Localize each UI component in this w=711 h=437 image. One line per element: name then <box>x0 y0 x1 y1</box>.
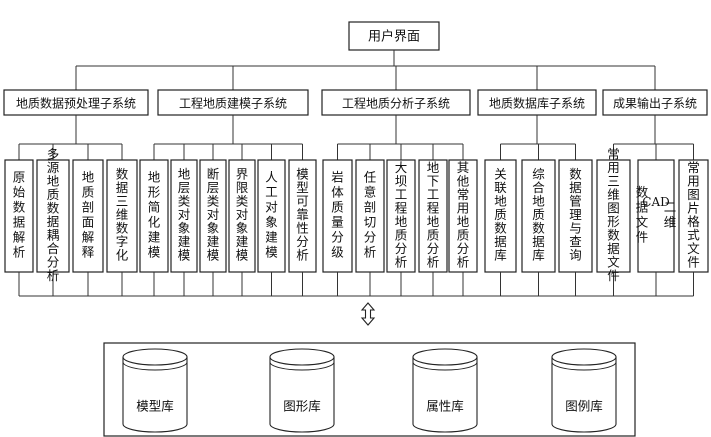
module-label: 人工对象建模 <box>265 169 278 259</box>
module-label: 常用图片格式文件 <box>687 159 700 269</box>
bidirectional-arrow-icon <box>360 302 376 326</box>
subsystem-label: 工程地质建模子系统 <box>179 96 287 111</box>
module-box <box>72 159 104 273</box>
cylinder-ring <box>412 361 478 371</box>
database-label: 图形库 <box>283 399 321 414</box>
module-box <box>139 159 169 273</box>
database-cylinder: 模型库 <box>122 348 188 433</box>
database-label: 属性库 <box>426 399 464 414</box>
module-box <box>4 159 34 273</box>
module-box <box>170 159 198 273</box>
module-label: 关联地质数据库 <box>494 166 507 262</box>
user-interface-box <box>348 21 440 51</box>
module-label: 断层类对象建模 <box>207 166 220 262</box>
cylinder-body <box>551 357 617 433</box>
module-box <box>36 159 70 273</box>
module-label: 界限类对象建模 <box>236 166 249 262</box>
database-cylinder: 图例库 <box>551 348 617 433</box>
subsystem-label: 地质数据库子系统 <box>489 96 585 111</box>
module-box <box>484 159 517 273</box>
subsystem-label: 成果输出子系统 <box>613 96 697 111</box>
cylinder-top <box>269 348 335 366</box>
module-label: 地质剖面解释 <box>82 169 95 259</box>
module-label: 岩体质量分级 <box>331 169 344 259</box>
module-box <box>596 159 631 273</box>
module-box <box>322 159 353 273</box>
cylinder-body <box>122 357 188 433</box>
cylinder-ring <box>122 361 188 371</box>
module-label: 其他常用地质分析 <box>457 159 470 269</box>
subsystem-box <box>321 89 471 116</box>
database-cylinder: 图形库 <box>269 348 335 433</box>
module-label: 二维 <box>664 199 677 229</box>
database-label: 模型库 <box>136 399 174 414</box>
database-cylinder: 属性库 <box>412 348 478 433</box>
module-box <box>418 159 448 273</box>
module-label: 地形简化建模 <box>148 169 161 259</box>
subsystem-box <box>3 89 149 116</box>
user-interface-label: 用户界面 <box>368 29 420 45</box>
module-label: 模型可靠性分析 <box>296 166 309 262</box>
database-frame <box>103 342 636 437</box>
module-label: 数据三维数字化 <box>116 166 129 262</box>
module-box <box>678 159 709 273</box>
module-box <box>448 159 478 273</box>
cylinder-ring <box>269 361 335 371</box>
cylinder-ring <box>551 361 617 371</box>
module-label: CAD <box>642 195 669 209</box>
module-box <box>228 159 256 273</box>
subsystem-box <box>157 89 309 116</box>
subsystem-label: 工程地质分析子系统 <box>342 96 450 111</box>
cylinder-top <box>122 348 188 366</box>
module-label: 数据管理与查询 <box>569 166 582 262</box>
module-label: 数据文件 <box>636 184 649 244</box>
module-label: 常用三维图形数据文件 <box>607 146 620 283</box>
module-label: 原始数据解析 <box>13 169 26 259</box>
module-box <box>288 159 317 273</box>
module-label: 多源地质数据耦合分析 <box>47 146 60 283</box>
subsystem-label: 地质数据预处理子系统 <box>16 96 136 111</box>
database-label: 图例库 <box>565 399 603 414</box>
cylinder-body <box>269 357 335 433</box>
module-label: 综合地质数据库 <box>532 166 545 262</box>
cylinder-top <box>551 348 617 366</box>
module-label: 大坝工程地质分析 <box>395 159 408 269</box>
subsystem-box <box>602 89 708 116</box>
module-label: 地下工程地质分析 <box>427 159 440 269</box>
module-label: 地层类对象建模 <box>178 166 191 262</box>
cylinder-body <box>412 357 478 433</box>
cylinder-top <box>412 348 478 366</box>
module-label: 任意剖切分析 <box>364 169 377 259</box>
